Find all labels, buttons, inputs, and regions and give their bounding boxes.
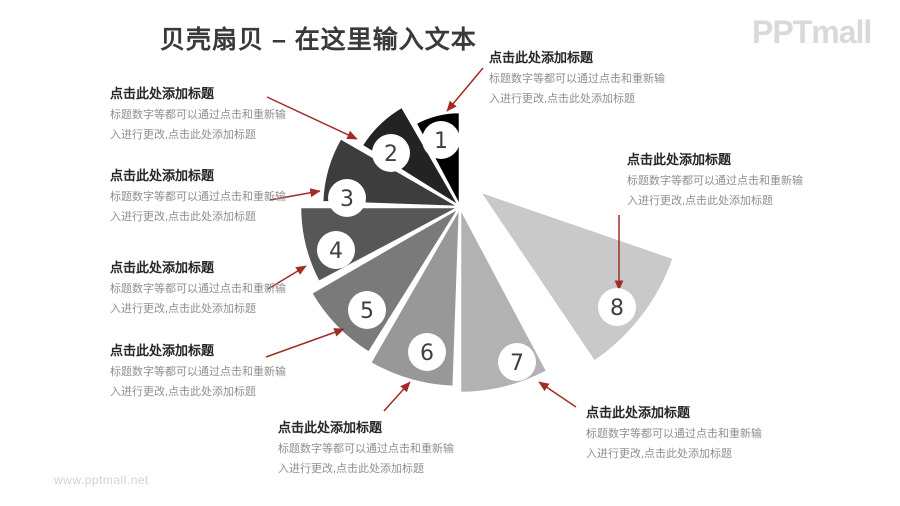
annotation-heading[interactable]: 点击此处添加标题 xyxy=(110,260,215,275)
annotation-heading[interactable]: 点击此处添加标题 xyxy=(110,343,215,358)
segment-number: 7 xyxy=(510,351,524,376)
slide-title[interactable]: 贝壳扇贝 – 在这里输入文本 xyxy=(160,26,477,54)
segment-number: 2 xyxy=(384,142,398,167)
annotation-block-3[interactable]: 点击此处添加标题 标题数字等都可以通过点击和重新输 入进行更改,点击此处添加标题 xyxy=(110,168,310,227)
segment-badge-4[interactable] xyxy=(317,231,355,269)
segment-badge-5[interactable] xyxy=(348,291,386,329)
annotation-heading[interactable]: 点击此处添加标题 xyxy=(110,86,215,101)
segment-number: 6 xyxy=(420,341,434,366)
annotation-arrow xyxy=(538,381,577,408)
segment-number: 8 xyxy=(610,296,624,321)
annotation-arrow xyxy=(383,381,411,412)
annotation-body-line: 入进行更改,点击此处添加标题 xyxy=(110,129,257,141)
annotation-body-line: 入进行更改,点击此处添加标题 xyxy=(110,303,257,315)
annotation-body-line: 标题数字等都可以通过点击和重新输 xyxy=(586,428,762,440)
annotation-block-4[interactable]: 点击此处添加标题 标题数字等都可以通过点击和重新输 入进行更改,点击此处添加标题 xyxy=(110,260,310,319)
watermark: www.pptmall.net xyxy=(54,473,149,487)
segment-badge-1[interactable] xyxy=(422,121,460,159)
annotation-heading[interactable]: 点击此处添加标题 xyxy=(489,50,594,65)
annotation-block-2[interactable]: 点击此处添加标题 标题数字等都可以通过点击和重新输 入进行更改,点击此处添加标题 xyxy=(110,86,310,145)
pptmall-logo: PPTmall xyxy=(752,14,872,50)
annotation-body-line: 标题数字等都可以通过点击和重新输 xyxy=(110,366,286,378)
annotation-body-line: 入进行更改,点击此处添加标题 xyxy=(110,386,257,398)
annotation-body-line: 入进行更改,点击此处添加标题 xyxy=(627,195,774,207)
segment-number: 5 xyxy=(360,299,374,324)
annotation-body-line: 入进行更改,点击此处添加标题 xyxy=(278,463,425,475)
annotation-body-line: 入进行更改,点击此处添加标题 xyxy=(586,448,733,460)
annotation-body-line: 标题数字等都可以通过点击和重新输 xyxy=(278,443,454,455)
annotation-block-8[interactable]: 点击此处添加标题 标题数字等都可以通过点击和重新输 入进行更改,点击此处添加标题 xyxy=(627,152,827,211)
fan-segment-5[interactable] xyxy=(309,205,462,355)
annotation-arrow xyxy=(267,265,307,290)
segment-number: 4 xyxy=(329,239,343,264)
annotation-heading[interactable]: 点击此处添加标题 xyxy=(627,152,732,167)
annotation-body-line: 标题数字等都可以通过点击和重新输 xyxy=(110,191,286,203)
segment-badge-8[interactable] xyxy=(598,288,636,326)
annotation-arrow xyxy=(266,96,358,140)
annotation-heading[interactable]: 点击此处添加标题 xyxy=(110,168,215,183)
annotation-arrow xyxy=(446,67,484,112)
segment-badge-6[interactable] xyxy=(408,333,446,371)
annotation-arrow xyxy=(265,328,345,358)
segment-badge-3[interactable] xyxy=(328,179,366,217)
annotation-body-line: 标题数字等都可以通过点击和重新输 xyxy=(489,73,665,85)
segment-number: 1 xyxy=(434,129,448,154)
annotation-block-7[interactable]: 点击此处添加标题 标题数字等都可以通过点击和重新输 入进行更改,点击此处添加标题 xyxy=(586,405,786,464)
annotation-body-line: 标题数字等都可以通过点击和重新输 xyxy=(627,175,803,187)
annotation-block-6[interactable]: 点击此处添加标题 标题数字等都可以通过点击和重新输 入进行更改,点击此处添加标题 xyxy=(278,420,478,479)
annotation-body-line: 标题数字等都可以通过点击和重新输 xyxy=(110,109,286,121)
fan-segment-2[interactable] xyxy=(359,104,462,209)
annotation-body-line: 标题数字等都可以通过点击和重新输 xyxy=(110,283,286,295)
annotation-body-line: 入进行更改,点击此处添加标题 xyxy=(489,93,636,105)
segment-number: 3 xyxy=(340,187,354,212)
annotation-heading[interactable]: 点击此处添加标题 xyxy=(586,405,691,420)
segment-badge-7[interactable] xyxy=(498,343,536,381)
annotation-heading[interactable]: 点击此处添加标题 xyxy=(278,420,383,435)
annotation-block-5[interactable]: 点击此处添加标题 标题数字等都可以通过点击和重新输 入进行更改,点击此处添加标题 xyxy=(110,343,310,402)
annotation-body-line: 入进行更改,点击此处添加标题 xyxy=(110,211,257,223)
segment-badge-2[interactable] xyxy=(372,134,410,172)
annotation-arrow xyxy=(269,188,321,201)
annotation-block-1[interactable]: 点击此处添加标题 标题数字等都可以通过点击和重新输 入进行更改,点击此处添加标题 xyxy=(489,50,689,109)
